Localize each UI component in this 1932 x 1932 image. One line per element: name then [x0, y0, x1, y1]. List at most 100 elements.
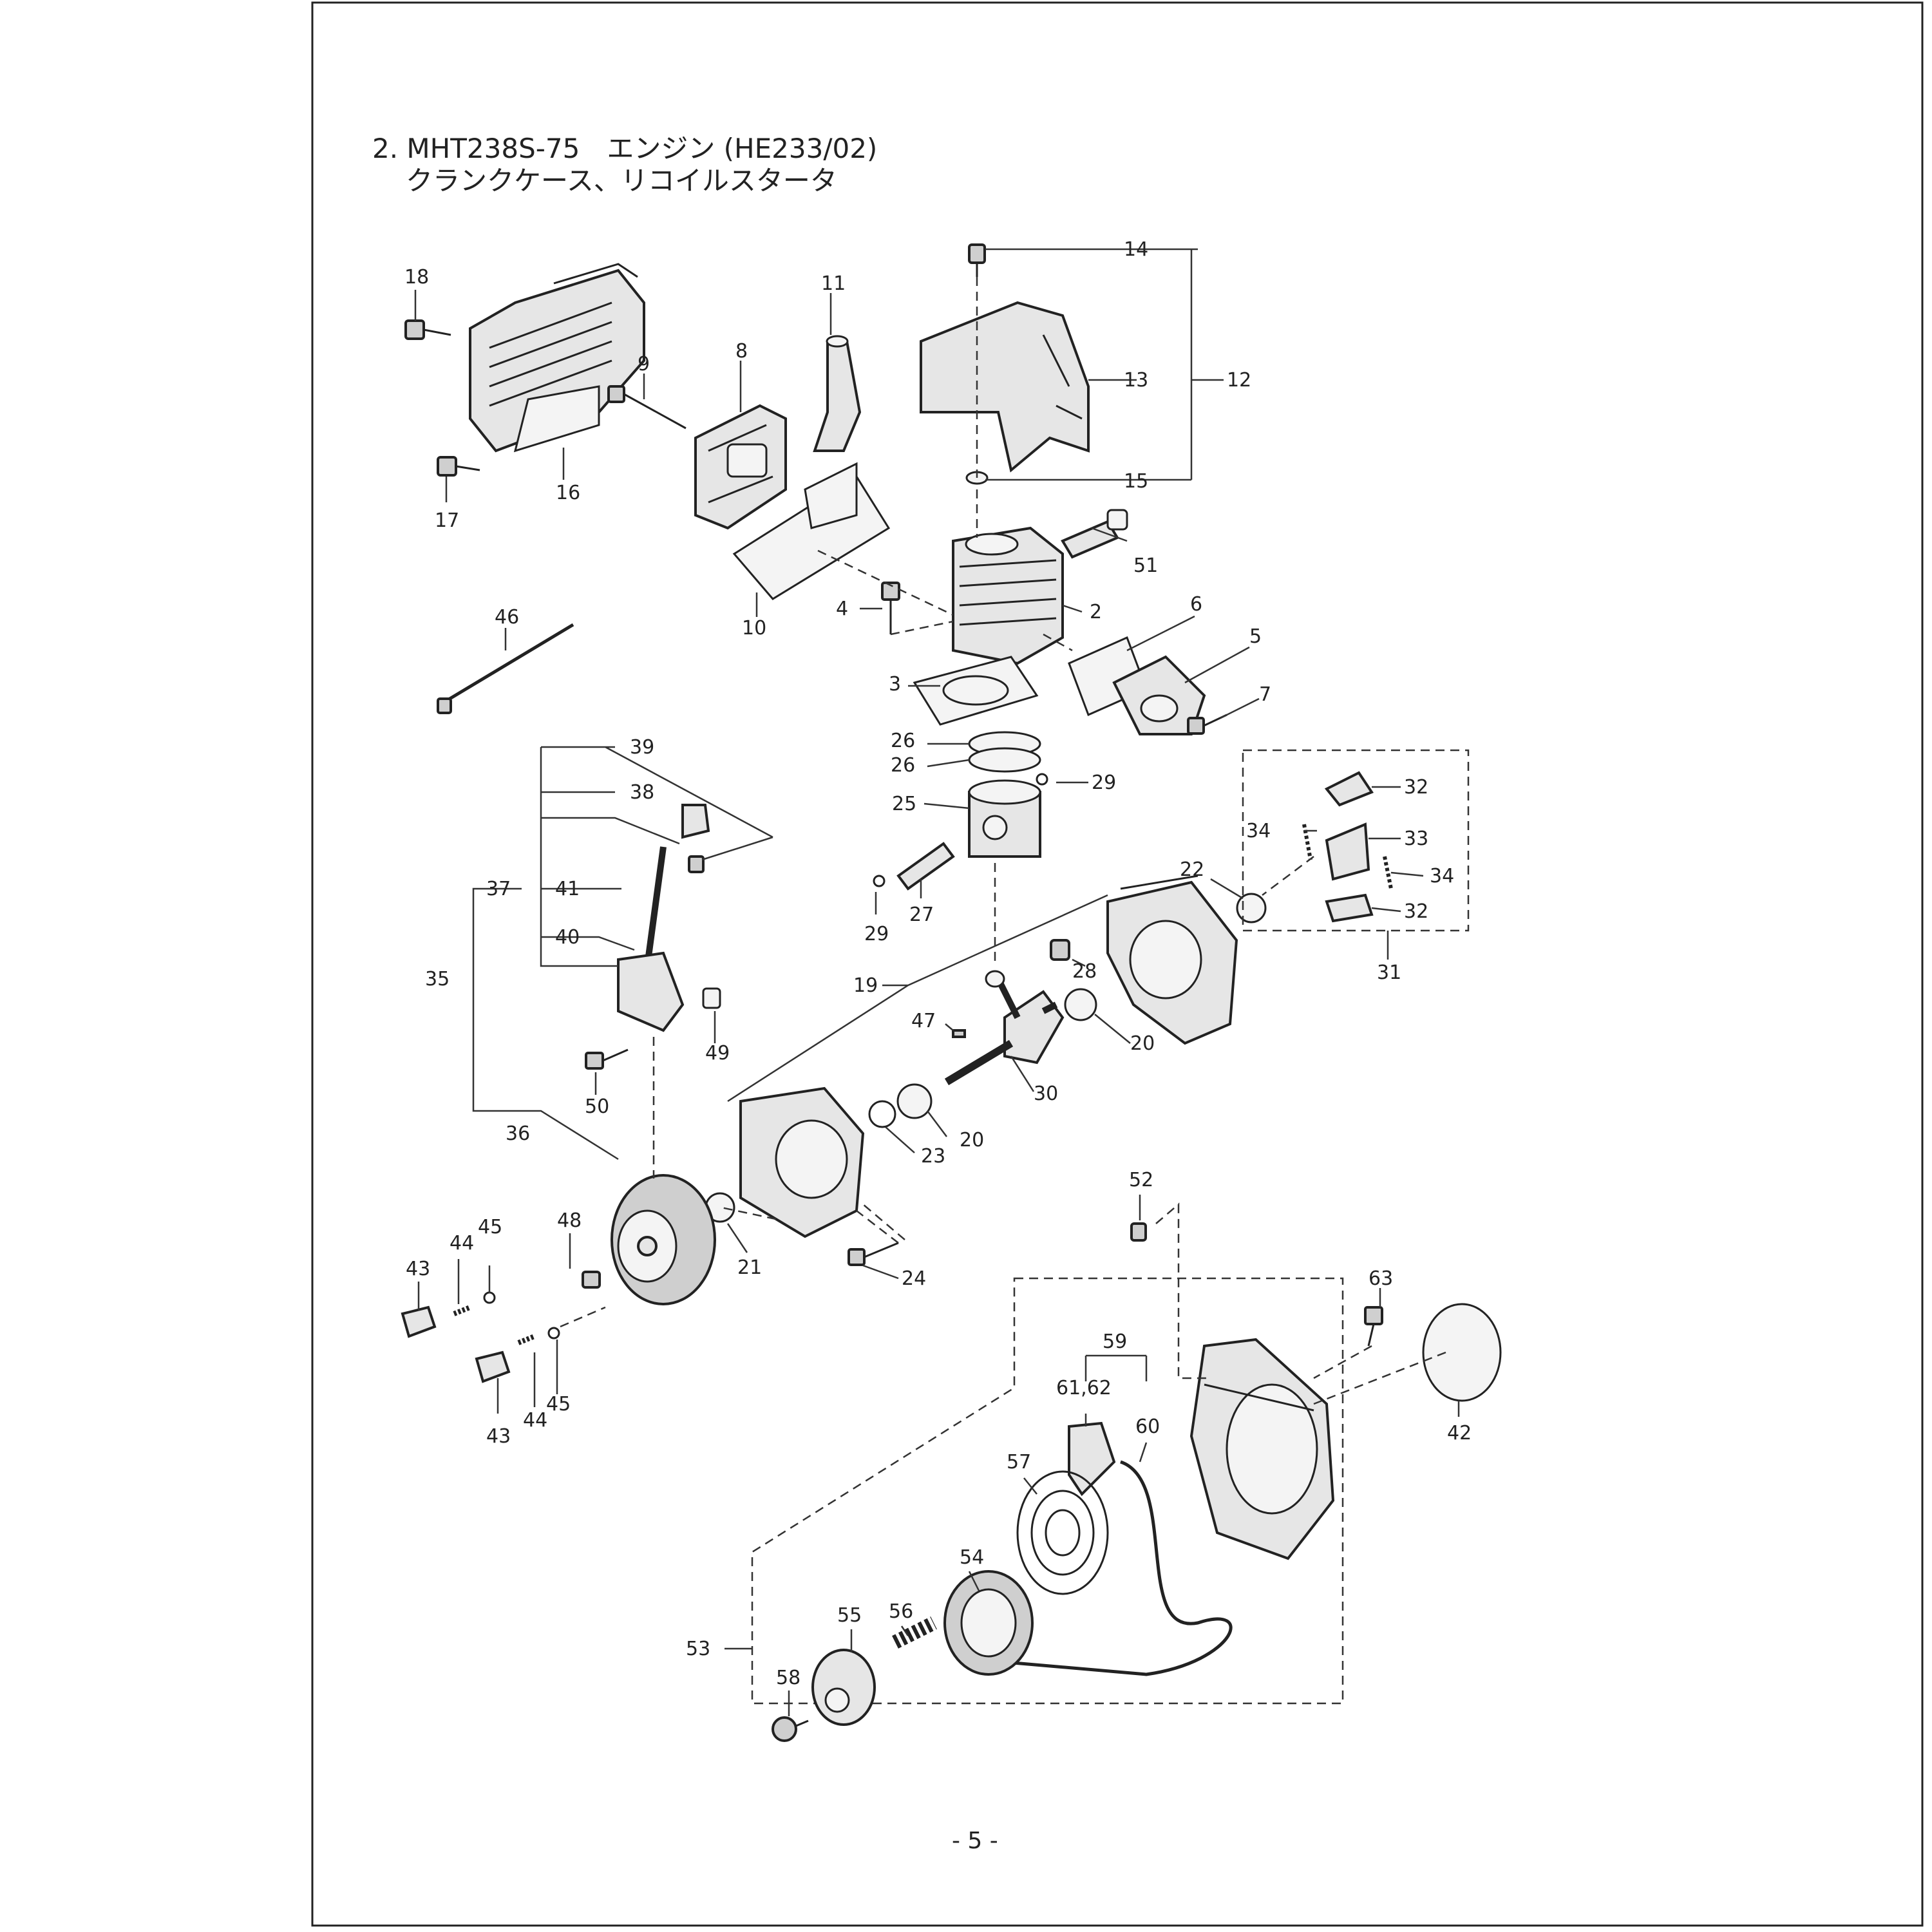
callout-22: 22: [1180, 858, 1204, 881]
callout-60: 60: [1135, 1416, 1160, 1438]
callout-37: 37: [486, 878, 511, 900]
callout-52: 52: [1129, 1169, 1153, 1191]
callout-6162: 61,62: [1056, 1377, 1112, 1399]
callout-55: 55: [837, 1604, 862, 1627]
bearing-20b-drawing: [896, 1083, 933, 1119]
spark-plug-drawing: [1061, 509, 1128, 559]
callout-43a: 43: [406, 1258, 430, 1280]
callout-23: 23: [921, 1145, 945, 1168]
callout-4: 4: [836, 598, 848, 620]
callout-30: 30: [1034, 1083, 1058, 1105]
callout-38: 38: [630, 781, 654, 804]
callout-31: 31: [1377, 961, 1401, 984]
crankcase-drawing: [1106, 875, 1238, 1045]
spring-44b-drawing: [517, 1334, 536, 1345]
callout-17: 17: [435, 509, 459, 532]
callout-5: 5: [1249, 625, 1262, 648]
callout-14: 14: [1124, 238, 1148, 261]
callout-26b: 26: [891, 754, 915, 777]
crankcase-half-drawing: [739, 1086, 865, 1238]
callout-13: 13: [1124, 369, 1148, 392]
callout-27: 27: [909, 904, 934, 926]
callout-36: 36: [506, 1122, 530, 1145]
callout-3: 3: [889, 673, 901, 696]
callout-7: 7: [1259, 683, 1271, 706]
assembly-dashed-lines: [560, 277, 1446, 1405]
callout-43b: 43: [486, 1425, 511, 1448]
screw-18-drawing: [404, 319, 451, 340]
callout-44b: 44: [523, 1409, 547, 1432]
recoil-spring-drawing: [1016, 1470, 1109, 1595]
circlip-29b-drawing: [873, 875, 886, 887]
callout-53: 53: [686, 1638, 710, 1660]
bearing-20a-drawing: [1064, 988, 1097, 1021]
air-cleaner-cover-drawing: [469, 263, 645, 453]
nut-48-drawing: [582, 1271, 601, 1289]
callout-18: 18: [404, 266, 429, 289]
ratchet-52-drawing: [1130, 1222, 1147, 1242]
cylinder-drawing: [952, 526, 1064, 665]
callout-8: 8: [735, 340, 748, 363]
callout-29a: 29: [1092, 772, 1116, 794]
callout-51: 51: [1133, 554, 1158, 577]
wire-46-drawing: [437, 623, 574, 714]
callout-10: 10: [742, 617, 766, 639]
callout-25: 25: [892, 793, 916, 815]
cylinder-gasket-drawing: [913, 656, 1039, 726]
callout-19: 19: [853, 974, 878, 997]
starter-case-drawing: [1189, 1338, 1335, 1560]
callout-32b: 32: [1404, 900, 1428, 923]
ratchet-55-drawing: [811, 1649, 876, 1726]
circlip-29a-drawing: [1036, 773, 1048, 786]
screw-63-drawing: [1364, 1306, 1383, 1347]
page-border: [311, 1, 1924, 1927]
callout-2: 2: [1090, 601, 1102, 623]
callout-11: 11: [821, 272, 846, 295]
callout-20a: 20: [1130, 1032, 1155, 1055]
callout-34b: 34: [1430, 865, 1454, 887]
muffler-drawing: [694, 404, 787, 530]
callout-34a: 34: [1246, 820, 1271, 842]
label-42-drawing: [1422, 1303, 1502, 1402]
bolt-50-drawing: [585, 1048, 629, 1070]
spring-44a-drawing: [453, 1305, 471, 1316]
callout-21: 21: [737, 1256, 762, 1279]
callout-26a: 26: [891, 730, 915, 752]
flywheel-drawing: [611, 1174, 716, 1305]
callout-44a: 44: [450, 1232, 474, 1255]
callout-45a: 45: [478, 1216, 502, 1238]
callout-39: 39: [630, 736, 654, 759]
callout-9: 9: [638, 353, 650, 375]
bolt-24-drawing: [848, 1242, 899, 1266]
callouts: 14 11 18 9 8 13 12 15 16 17 51 2 4 6 10 …: [404, 238, 1472, 1689]
clutch-group-box: [1242, 749, 1470, 932]
reel-spring-drawing: [892, 1616, 937, 1649]
page-number: - 5 -: [952, 1828, 998, 1854]
clip-45a-drawing: [483, 1291, 496, 1304]
bolt-9-drawing: [607, 385, 687, 430]
callout-56: 56: [889, 1600, 913, 1623]
callout-46: 46: [495, 606, 519, 629]
needle-bearing-drawing: [1050, 939, 1070, 961]
piston-rings-drawing: [968, 731, 1041, 773]
callout-42: 42: [1447, 1422, 1472, 1444]
callout-63: 63: [1368, 1267, 1393, 1290]
callout-29b: 29: [864, 923, 889, 945]
callout-24: 24: [902, 1267, 926, 1290]
callout-15: 15: [1124, 470, 1148, 493]
intake-drawing: [1112, 655, 1206, 735]
callout-49: 49: [705, 1042, 730, 1065]
ignition-coil-drawing: [617, 804, 710, 1032]
collar-49-drawing: [702, 987, 721, 1009]
callout-48: 48: [557, 1209, 582, 1232]
callout-35: 35: [425, 968, 450, 990]
title-line-1: 2. MHT238S-75 エンジン (HE233/02): [372, 133, 877, 164]
title-line-2: クランクケース、リコイルスタータ: [406, 165, 837, 196]
bolt-4-drawing: [881, 582, 900, 634]
callout-28: 28: [1072, 960, 1097, 983]
callout-58: 58: [776, 1667, 800, 1689]
callout-47: 47: [911, 1010, 936, 1032]
reel-drawing: [943, 1570, 1034, 1676]
callout-40: 40: [555, 926, 580, 949]
